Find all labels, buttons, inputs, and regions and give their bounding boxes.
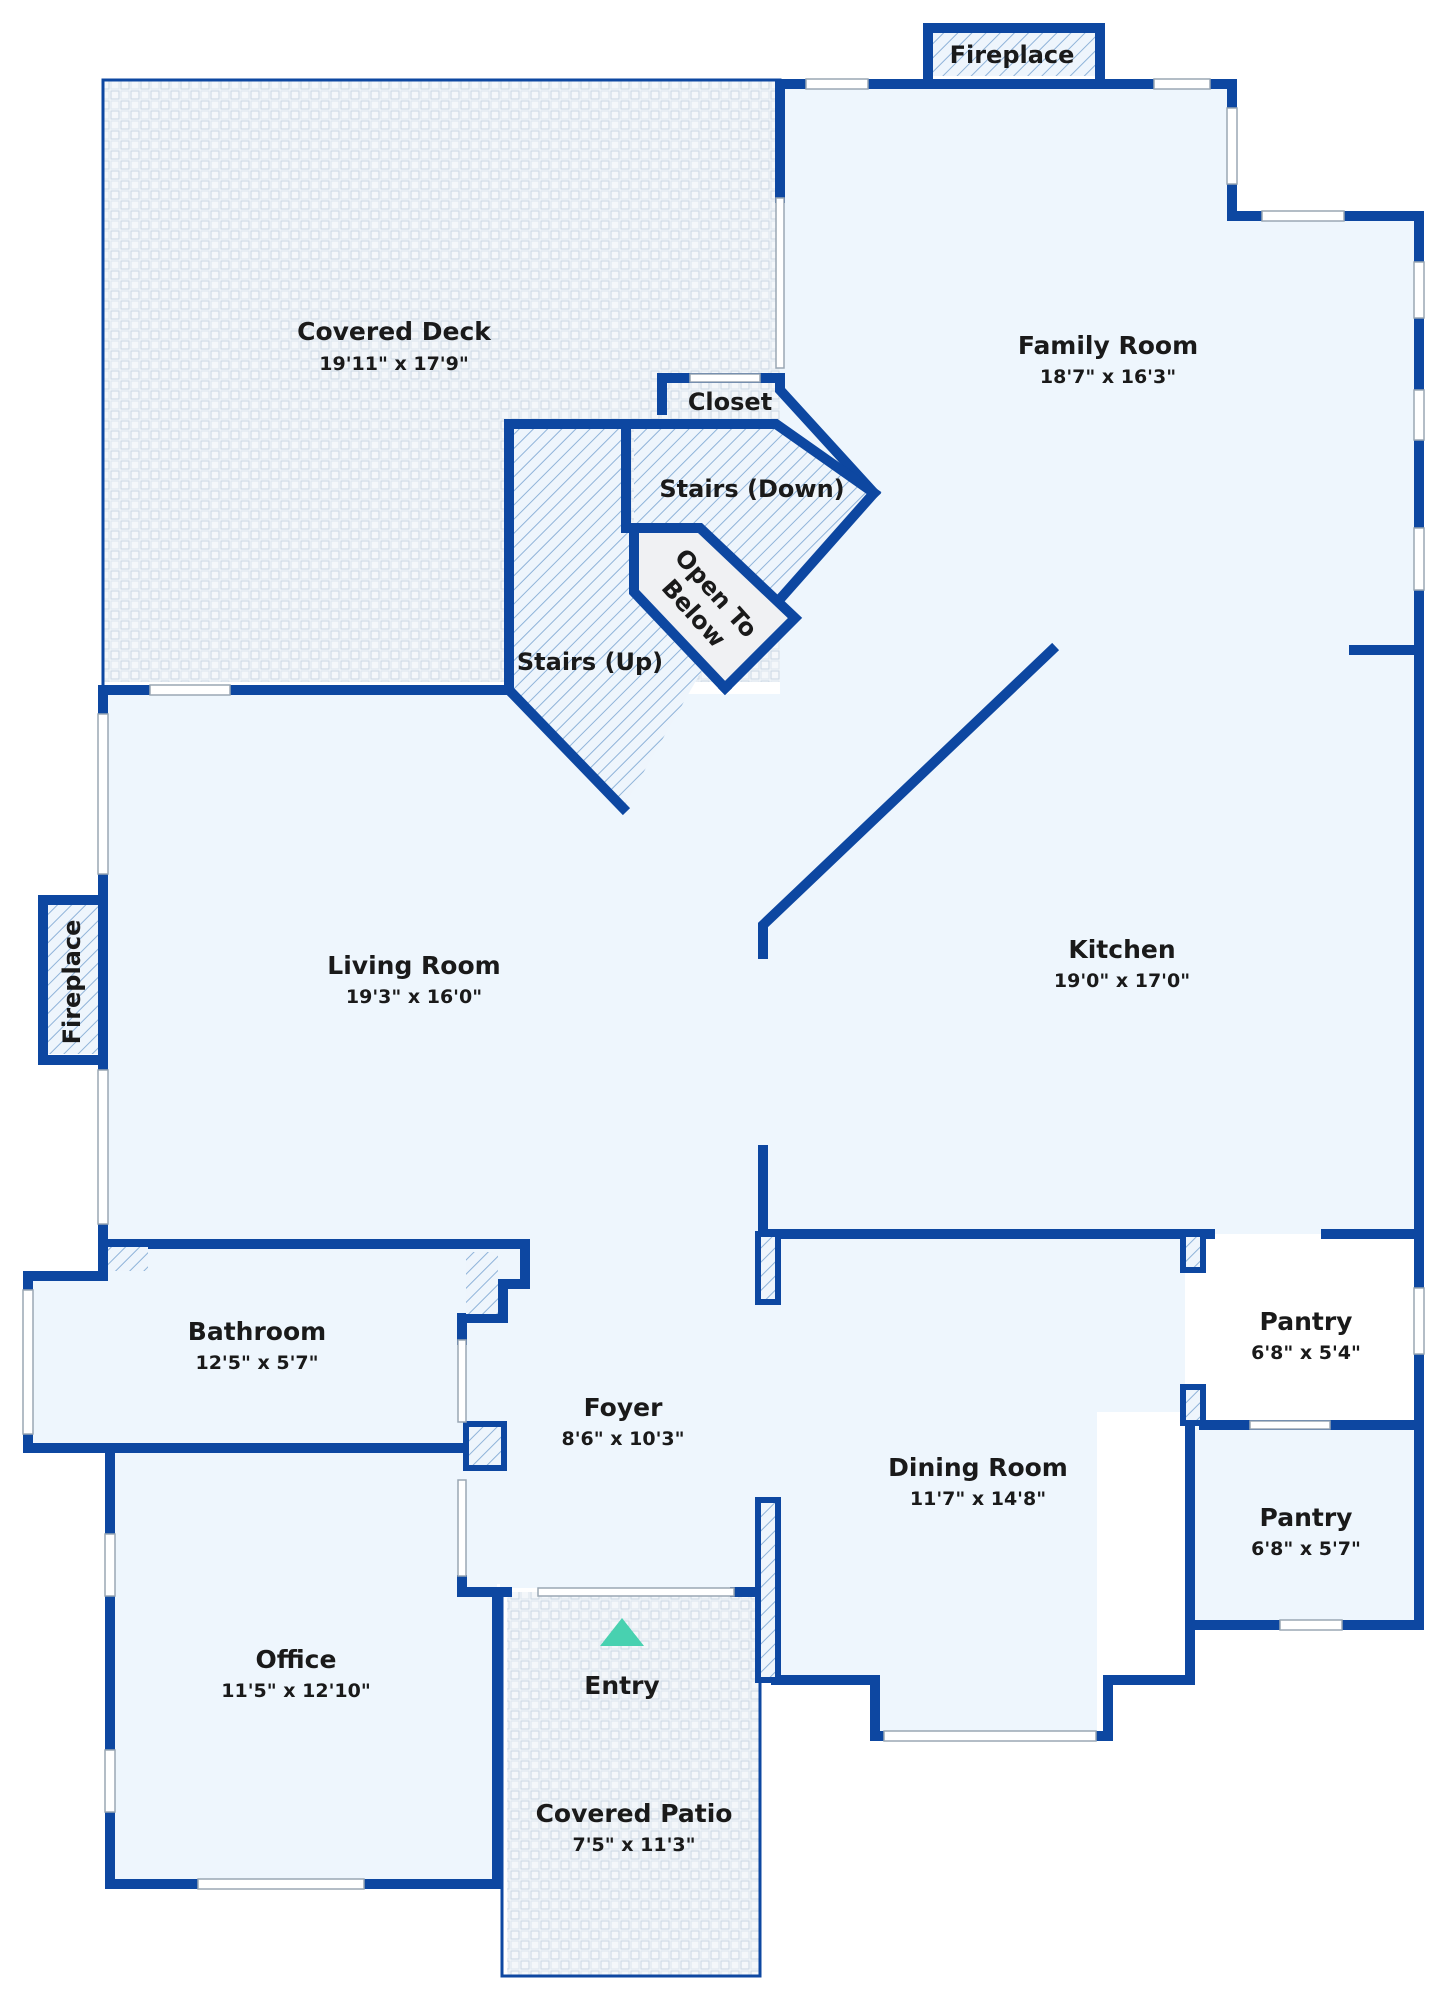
door-office-opening [457,1479,467,1577]
covered-deck-name: Covered Deck [297,317,492,346]
entry-arrow-icon [600,1618,644,1646]
dining-room-dims: 11'7" x 14'8" [910,1488,1046,1510]
kitchen-dims: 19'0" x 17'0" [1054,970,1190,992]
dining-room-name: Dining Room [888,1453,1068,1482]
fireplace-left-label: Fireplace [58,920,86,1045]
bathroom-name: Bathroom [188,1317,326,1346]
window-bathroom-left [22,1289,34,1435]
foyer-bottom-wall [457,1575,512,1597]
window-dining-bottom [883,1730,1097,1742]
columns [108,1231,1206,1683]
window-office-bottom [197,1878,365,1890]
covered-deck-dims: 19'11" x 17'9" [319,353,468,375]
stairs-up-wall [504,419,803,696]
column-kitchen-right [1180,1231,1206,1273]
living-room-name: Living Room [327,951,500,980]
window-pantry-bottom [1279,1619,1343,1631]
office-floor [110,1448,497,1884]
covered-patio-name: Covered Patio [536,1799,733,1828]
fireplace-top-floor [928,32,1096,76]
pantry-lower-name: Pantry [1260,1503,1353,1532]
pantry-lower-floor [1190,1425,1419,1625]
column-pantry-door [1180,1384,1206,1426]
office-name: Office [256,1645,337,1674]
stairs-down-wall [629,419,882,606]
column-foyer-mid [463,1421,507,1471]
bathroom-dims: 12'5" x 5'7" [195,1352,318,1374]
fireplace-top-label: Fireplace [950,41,1075,69]
window-right-pantry [1413,1287,1425,1355]
pantry-upper-dims: 6'8" x 5'4" [1251,1342,1361,1364]
main-floor [28,84,1419,1736]
closet-wall [657,373,882,501]
covered-patio-dims: 7'5" x 11'3" [572,1834,695,1856]
kitchen-diagonal-wall [758,642,1060,959]
door-closet-opening [689,373,761,383]
stairs-up-floor [509,424,732,808]
window-family-left-vert [1226,107,1238,185]
closet-label: Closet [688,388,772,416]
open-to-below-floor [634,528,790,688]
window-right-2 [1413,389,1425,441]
window-family-upper [1261,210,1345,222]
window-office-left-1 [104,1533,116,1597]
foyer-dims: 8'6" x 10'3" [561,1428,684,1450]
stairs-up-diagonal [501,682,631,816]
window-top-1 [805,78,869,90]
window-right-3 [1413,527,1425,591]
entry-label: Entry [584,1671,659,1700]
window-living-left-1 [97,713,109,875]
floors [28,32,1419,1976]
foyer-name: Foyer [584,1393,663,1422]
fireplace-left-floor [45,904,99,1054]
stairs-down-label: Stairs (Down) [659,475,844,503]
windows [22,78,1425,1890]
open-below-wall [629,523,733,696]
pantry-lower-dims: 6'8" x 5'7" [1251,1538,1361,1560]
window-living-left-2 [97,1069,109,1225]
fireplace-top-wall [923,23,1105,89]
bathroom-top-wall [98,1239,530,1345]
column-kitchen-left [755,1231,781,1305]
pantry-right-wall [1185,1229,1424,1630]
fireplace-left-wall [38,895,108,1065]
living-room-dims: 19'3" x 16'0" [346,986,482,1008]
office-dims: 11'5" x 12'10" [221,1680,370,1702]
bathroom-wall [23,1239,467,1453]
door-bathroom-opening [457,1339,467,1423]
stairs-up-label: Stairs (Up) [517,648,663,676]
family-room-name: Family Room [1018,331,1198,360]
window-right-1 [1413,261,1425,319]
column-bathroom-top [108,1247,148,1271]
door-deck-opening [775,197,785,369]
family-room-dims: 18'7" x 16'3" [1040,366,1176,388]
column-foyer-top [466,1252,498,1314]
patio-wall [500,1590,762,1978]
kitchen-name: Kitchen [1068,935,1175,964]
door-entry-opening [537,1587,735,1597]
door-pantry-opening [1249,1420,1331,1430]
column-dining [755,1497,781,1683]
window-living-top [149,684,231,696]
covered-patio-floor [507,1592,760,1976]
room-labels: Covered Deck 19'11" x 17'9" Family Room … [58,41,1361,1856]
window-top-2 [1153,78,1211,90]
window-office-left-2 [104,1749,116,1813]
deck-edge [101,78,782,692]
pantry-upper-name: Pantry [1260,1307,1353,1336]
